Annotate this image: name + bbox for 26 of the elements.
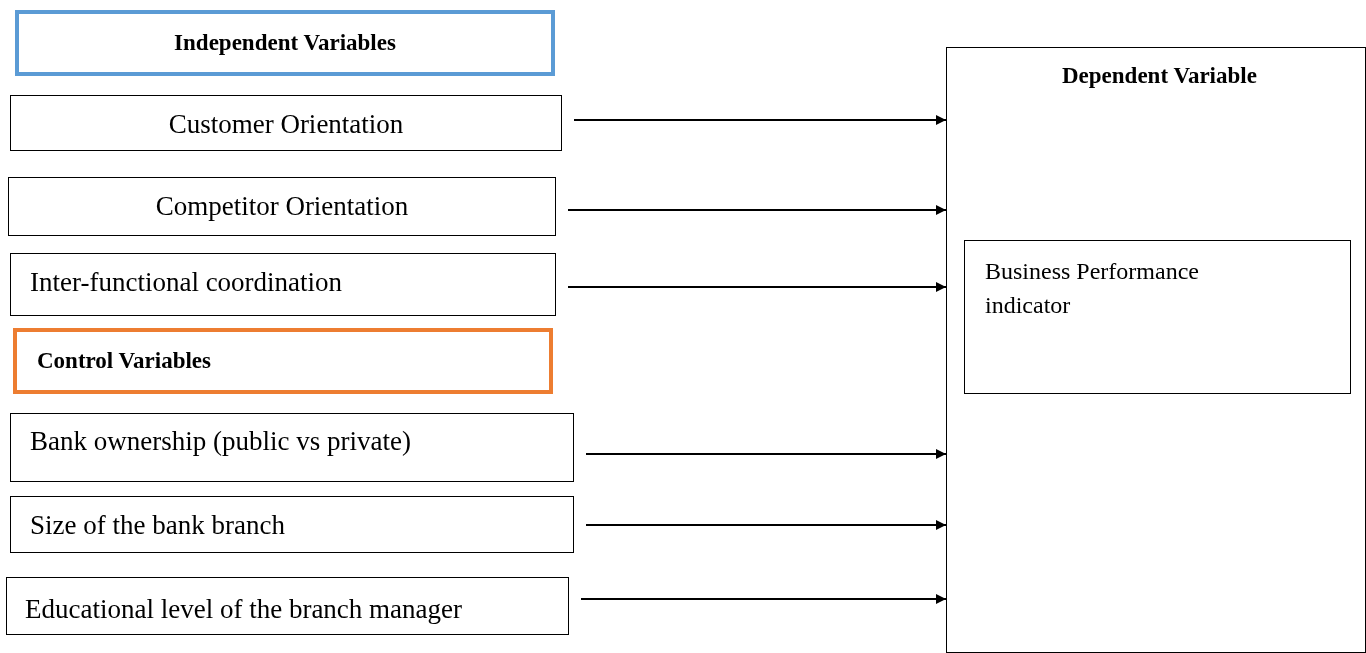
variable-box	[10, 496, 574, 553]
group-box	[13, 328, 553, 394]
arrow	[580, 594, 947, 604]
variable-box	[10, 253, 556, 316]
variable-box	[6, 577, 569, 635]
arrow	[567, 205, 947, 215]
variable-label: Inter-functional coordination	[30, 267, 343, 298]
arrow	[585, 520, 947, 530]
variable-box	[10, 95, 562, 151]
arrow	[567, 282, 947, 292]
variable-box	[8, 177, 556, 236]
heading: Control Variables	[37, 348, 212, 374]
variable-label: Business Performance indicator	[985, 257, 1200, 320]
variable-label: Customer Orientation	[167, 109, 405, 140]
group-box	[15, 10, 555, 76]
heading: Dependent Variable	[1062, 63, 1257, 89]
variable-box	[964, 240, 1351, 394]
variable-label: Competitor Orientation	[154, 191, 410, 222]
variable-label: Size of the bank branch	[30, 510, 285, 541]
arrow	[573, 115, 947, 125]
variable-label: Educational level of the branch manager	[25, 594, 463, 625]
arrow	[585, 449, 947, 459]
group-box	[946, 47, 1366, 653]
variable-box	[10, 413, 574, 482]
variable-label: Bank ownership (public vs private)	[30, 426, 411, 457]
heading: Independent Variables	[173, 30, 397, 56]
